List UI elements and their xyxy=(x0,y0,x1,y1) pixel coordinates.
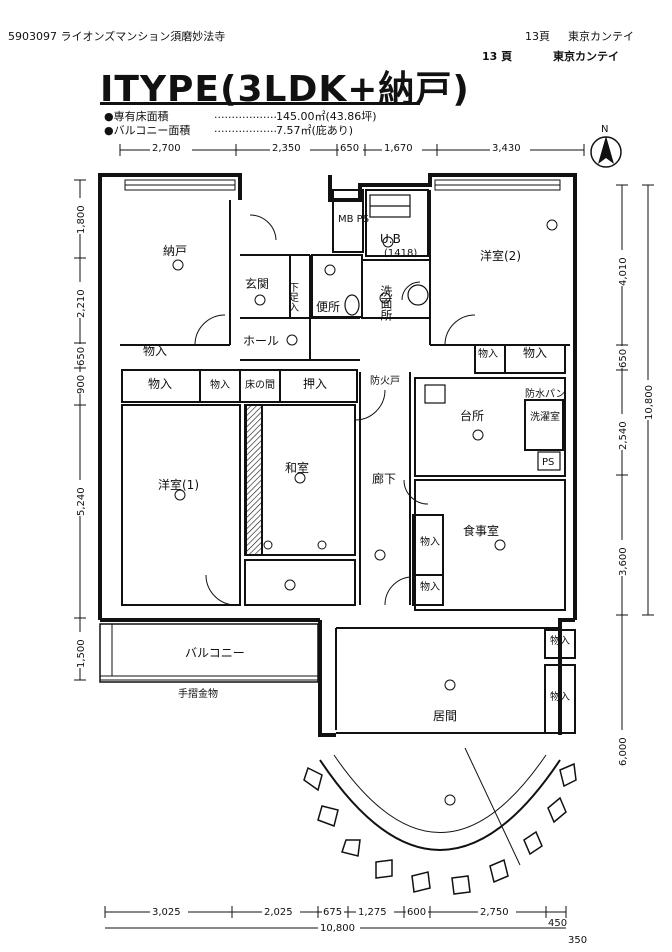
dim-top-4: 1,670 xyxy=(384,143,413,154)
label-storage-nando: 物入 xyxy=(143,344,167,358)
dim-right-4: 3,600 xyxy=(618,547,629,576)
room-toilet: 便所 xyxy=(316,300,340,314)
room-living: 居間 xyxy=(433,709,457,723)
label-ps: PS xyxy=(542,457,554,468)
dim-left-4: 900 xyxy=(76,375,87,394)
floor-area-label: ●専有床面積 xyxy=(104,110,169,123)
label-tokonoma: 床の間 xyxy=(245,378,275,391)
room-laundry: 洗濯室 xyxy=(530,410,560,423)
fixtures xyxy=(344,194,561,471)
dim-top-2: 2,350 xyxy=(272,143,301,154)
balcony-area-label: ●バルコニー面積 xyxy=(104,124,191,137)
label-storage-dining-2: 物入 xyxy=(420,580,440,593)
room-nando: 納戸 xyxy=(163,244,187,258)
room-kitchen: 台所 xyxy=(460,408,484,423)
dim-bottom-3: 675 xyxy=(323,907,342,918)
document-id-line: 5903097 ライオンズマンション須磨妙法寺 xyxy=(8,30,226,43)
dim-right-3: 2,540 xyxy=(618,421,629,450)
dim-right-2: 650 xyxy=(618,349,629,368)
dim-left-3: 650 xyxy=(76,347,87,366)
balcony-area-row: ●バルコニー面積 ···························7.57㎡… xyxy=(104,122,353,138)
dim-left-5: 5,240 xyxy=(76,487,87,516)
title-underline xyxy=(100,102,420,105)
compass-label: N xyxy=(601,124,608,135)
label-storage-small: 物入 xyxy=(210,378,230,391)
ceiling-lights xyxy=(172,219,558,806)
company-name-top: 東京カンテイ xyxy=(568,30,634,43)
dim-bottom-extra: 350 xyxy=(568,935,587,946)
room-unit-bath: U.B xyxy=(380,232,401,246)
page-number-second: 13 頁 xyxy=(482,50,513,63)
room-genkan: 玄関 xyxy=(245,276,269,291)
living-diagonal xyxy=(464,747,521,866)
dim-top-5: 3,430 xyxy=(492,143,521,154)
dim-bottom-total: 10,800 xyxy=(320,923,355,934)
label-shoe-rack: 下足入 xyxy=(287,282,299,312)
label-storage-living-1: 物入 xyxy=(550,634,570,647)
dim-bottom-7: 450 xyxy=(548,918,567,929)
dotted-leader: ··························· xyxy=(214,111,276,124)
balcony-area-value: 7.57㎡(庇あり) xyxy=(276,124,354,137)
page-number-top: 13頁 xyxy=(525,30,550,43)
dim-bottom-6: 2,750 xyxy=(480,907,509,918)
room-unit-bath-size: (1418) xyxy=(384,248,417,259)
label-fire-door: 防火戸 xyxy=(370,374,400,387)
window-top-left xyxy=(124,179,236,191)
window-top-right xyxy=(434,179,561,191)
bay-window-living xyxy=(303,754,577,895)
room-western-1: 洋室(1) xyxy=(158,477,199,492)
dotted-leader: ··························· xyxy=(214,125,276,138)
dim-top-1: 2,700 xyxy=(152,143,181,154)
room-western-2: 洋室(2) xyxy=(480,248,521,263)
label-storage-living-2: 物入 xyxy=(550,690,570,703)
north-compass-icon: N xyxy=(590,124,622,168)
dim-right-1: 4,010 xyxy=(618,257,629,286)
room-japanese: 和室 xyxy=(285,460,309,475)
door-swings xyxy=(194,214,476,606)
label-storage-dining: 物入 xyxy=(420,535,440,548)
dim-right-total: 10,800 xyxy=(644,385,655,420)
label-waterproof-pan: 防水パン xyxy=(525,387,566,400)
label-mb-ps: MB PS xyxy=(338,214,369,225)
company-name-second: 東京カンテイ xyxy=(553,50,619,63)
room-balcony: バルコニー xyxy=(185,646,245,660)
dim-bottom-4: 1,275 xyxy=(358,907,387,918)
dim-top-3: 650 xyxy=(340,143,359,154)
interior-walls xyxy=(120,189,576,734)
label-storage-right-1: 物入 xyxy=(478,347,498,360)
room-corridor: 廊下 xyxy=(372,471,396,486)
label-storage-row: 物入 xyxy=(148,377,172,391)
left-dimension-line xyxy=(74,179,86,681)
floor-area-value: 145.00㎡(43.86坪) xyxy=(276,110,377,123)
dim-bottom-5: 600 xyxy=(407,907,426,918)
room-dining: 食事室 xyxy=(463,523,499,538)
dim-right-5: 6,000 xyxy=(618,737,629,766)
room-washroom: 洗面所 xyxy=(379,285,393,321)
dim-left-1: 1,800 xyxy=(76,205,87,234)
label-storage-right-2: 物入 xyxy=(523,346,547,360)
lamp-rouka xyxy=(263,540,327,550)
floor-area-row: ●専有床面積 ···························145.00㎡… xyxy=(104,108,377,124)
balcony-area xyxy=(99,623,319,683)
label-handrail: 手摺金物 xyxy=(178,687,218,700)
outer-walls xyxy=(98,173,577,737)
dim-left-2: 2,210 xyxy=(76,289,87,318)
dim-bottom-1: 3,025 xyxy=(152,907,181,918)
dim-bottom-2: 2,025 xyxy=(264,907,293,918)
label-oshiire: 押入 xyxy=(303,377,327,391)
dim-left-6: 1,500 xyxy=(76,639,87,668)
room-hall: ホール xyxy=(243,334,279,348)
